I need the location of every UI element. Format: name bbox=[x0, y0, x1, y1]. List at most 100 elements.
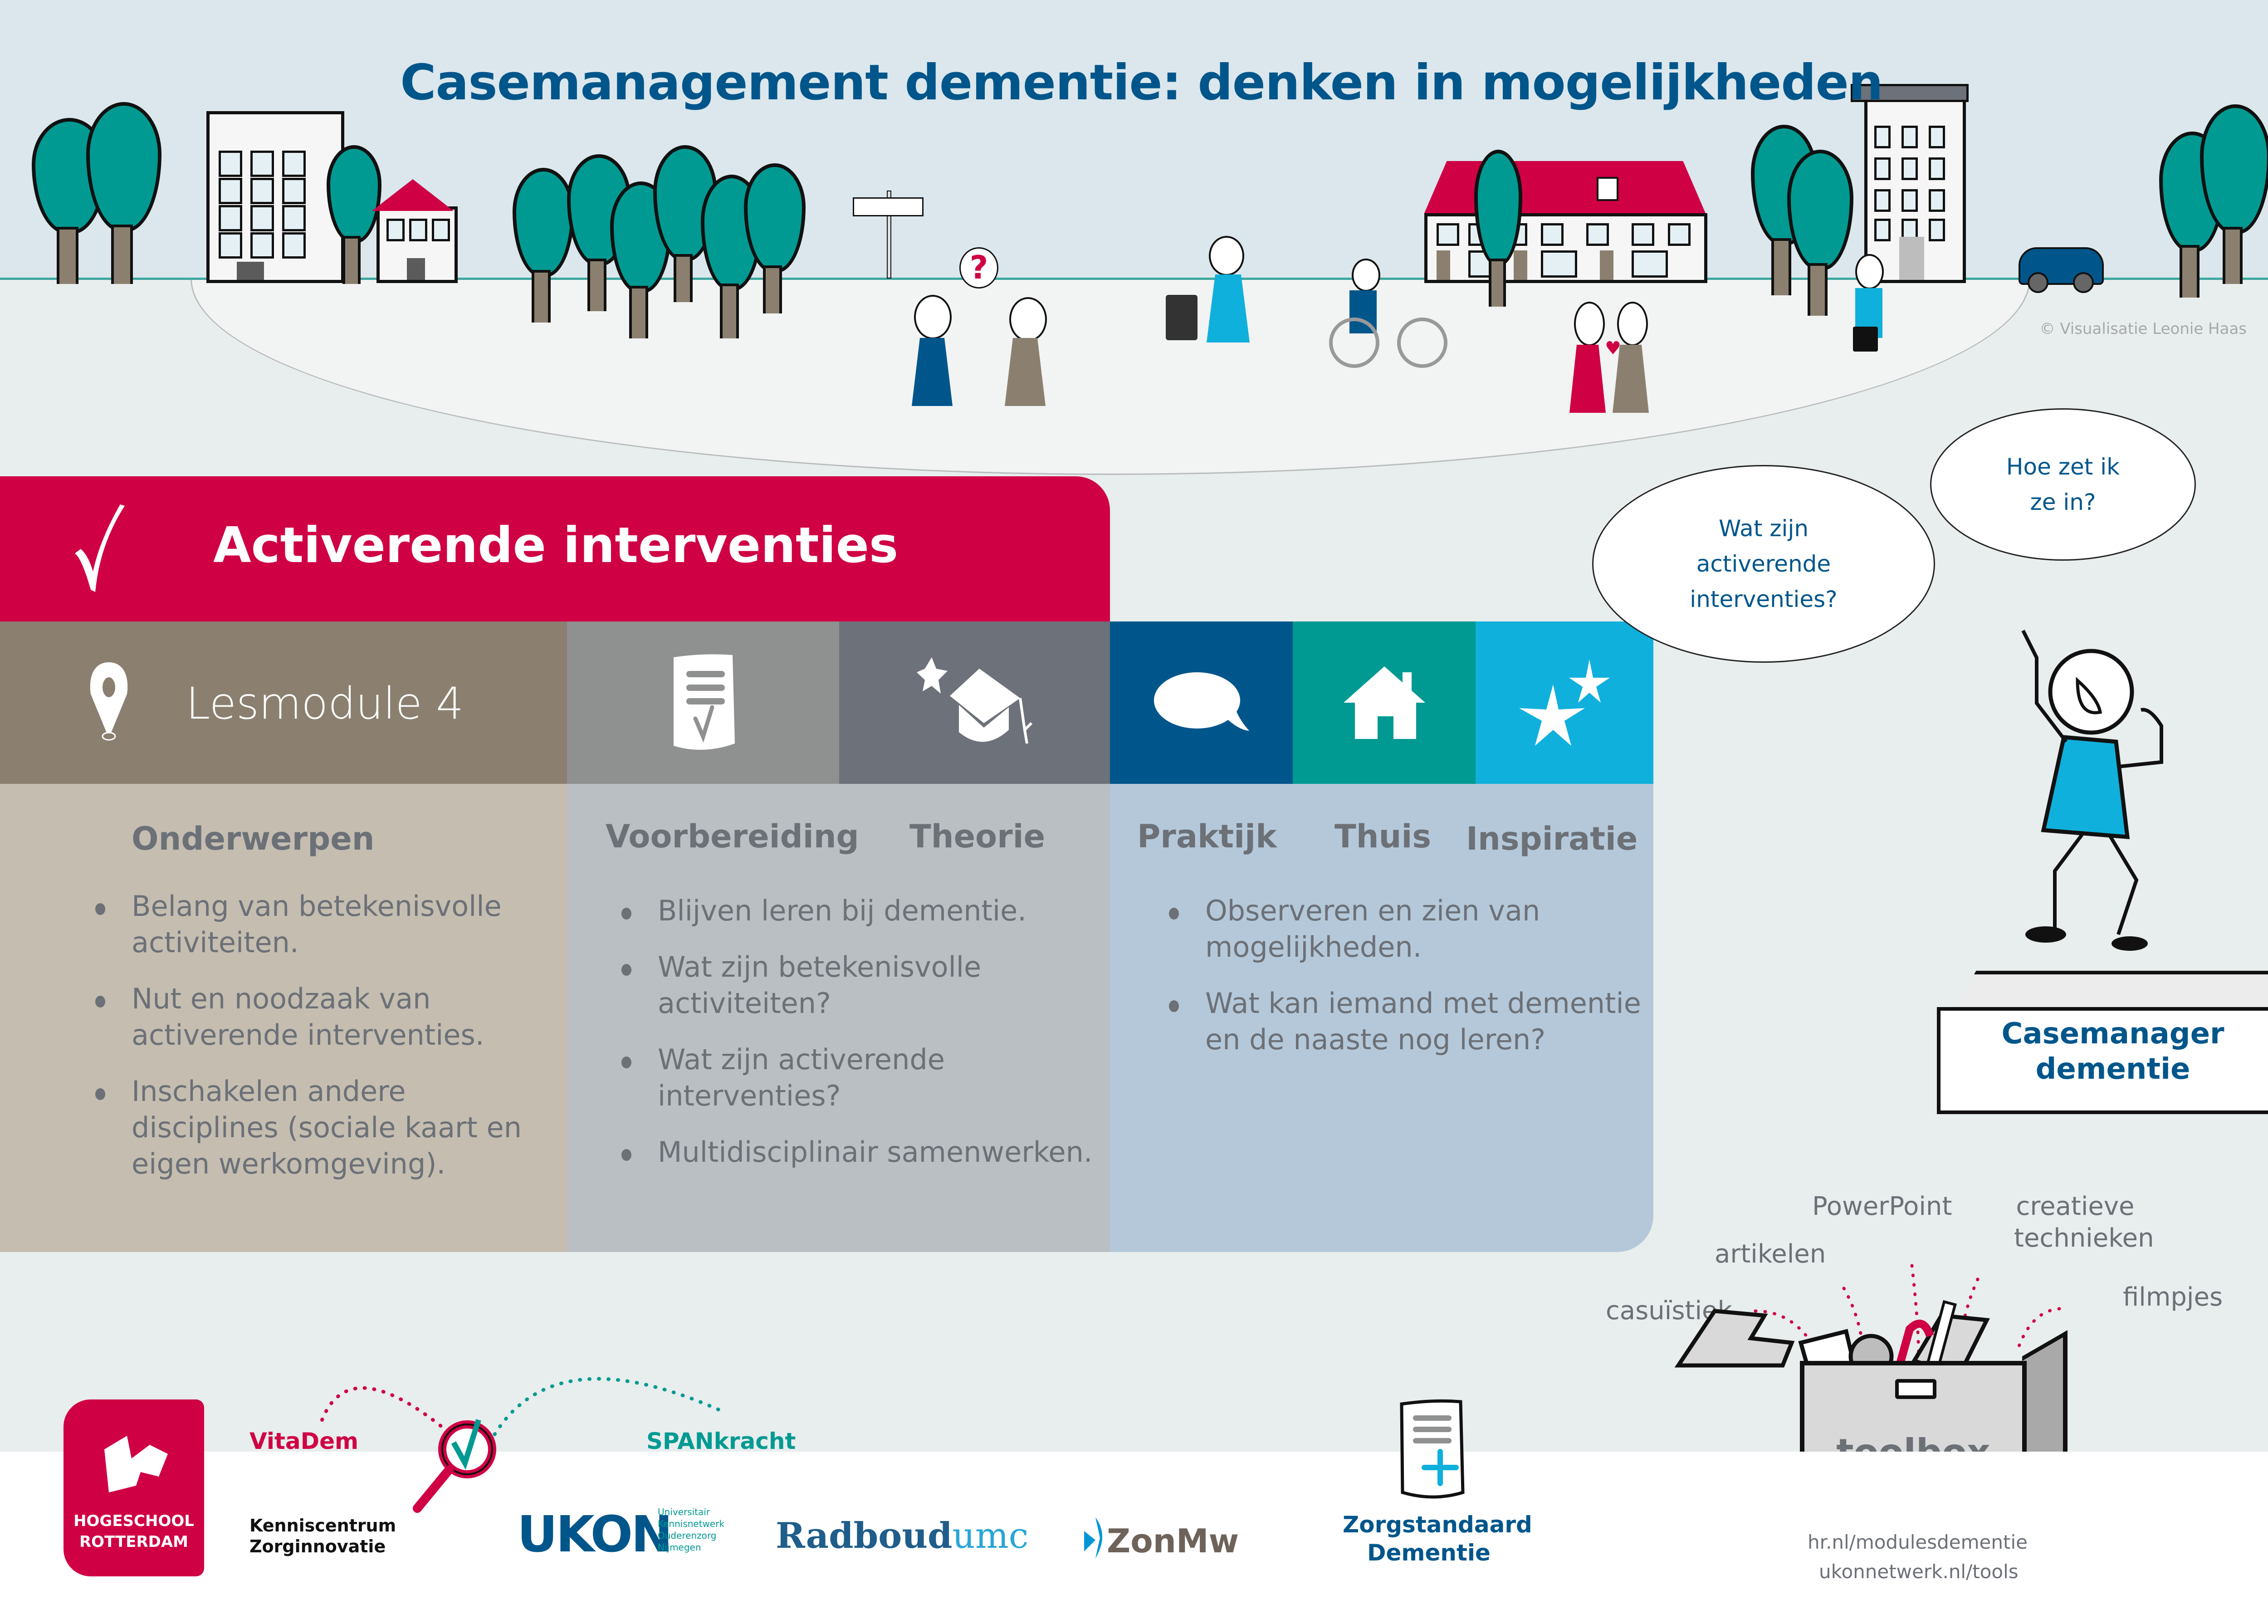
car-wheel bbox=[2028, 272, 2048, 293]
voorbereiding-theorie-panel: Voorbereiding Theorie Blijven leren bij … bbox=[567, 784, 1110, 1252]
signpost-board bbox=[853, 197, 924, 216]
module-banner bbox=[0, 476, 1110, 621]
spankracht-logo: SPANkracht bbox=[646, 1428, 796, 1454]
speech-bubble-icon bbox=[1154, 672, 1249, 731]
voorbereiding-list: Blijven leren bij dementie. Wat zijn bet… bbox=[617, 893, 1107, 1190]
heart-icon: ♥ bbox=[1605, 338, 1621, 359]
speech-bubble-question: Wat zijn activerende interventies? bbox=[1592, 465, 1935, 663]
list-item: Multidisciplinair samenwerken. bbox=[617, 1134, 1107, 1170]
praktijk-list: Observeren en zien van mogelijkheden. Wa… bbox=[1164, 893, 1645, 1078]
checkmark-icon bbox=[75, 504, 125, 592]
row-houses bbox=[1424, 213, 1707, 283]
illustration-credit: © Visualisatie Leonie Haas bbox=[2039, 320, 2247, 338]
hogeschool-rotterdam-logo bbox=[64, 1399, 204, 1576]
bicycle-icon bbox=[1397, 318, 1447, 368]
tree-icon bbox=[513, 168, 574, 323]
checklist-document-icon bbox=[674, 654, 735, 750]
house-icon bbox=[1343, 666, 1425, 739]
tree-icon bbox=[2200, 104, 2268, 286]
tower-building bbox=[1864, 95, 1966, 283]
footer bbox=[0, 1452, 2268, 1624]
roof-window bbox=[1597, 177, 1618, 201]
toolbox-link[interactable]: hr.nl/modulesdementie bbox=[1808, 1531, 2028, 1553]
person-with-walker bbox=[1209, 236, 1244, 276]
zonmw-logo: ZonMw bbox=[1107, 1522, 1239, 1560]
lesson-label: Lesmodule 4 bbox=[186, 678, 464, 729]
person-figure bbox=[914, 295, 952, 339]
column-heading: Voorbereiding bbox=[606, 818, 859, 855]
person-figure bbox=[1005, 338, 1046, 406]
list-item: Inschakelen andere disciplines (sociale … bbox=[91, 1073, 553, 1182]
theorie-cell bbox=[839, 621, 1110, 784]
magnifier-check-icon bbox=[413, 1419, 496, 1513]
tree-icon bbox=[744, 163, 806, 313]
tree-icon bbox=[327, 145, 381, 284]
ukon-subtitle: Universitair Kennisnetwerk Ouderenzorg N… bbox=[658, 1507, 725, 1553]
hr-emblem-icon bbox=[104, 1436, 168, 1492]
rollator-icon bbox=[1166, 295, 1198, 340]
zorgstandaard-logo: Zorgstandaard Dementie bbox=[1343, 1511, 1532, 1566]
radboud-text: Radboud bbox=[776, 1515, 953, 1556]
toolbox-item: artikelen bbox=[1715, 1239, 1826, 1269]
casemanager-label: Casemanager dementie bbox=[2001, 1017, 2224, 1086]
toolbox-item: creatieve technieken bbox=[2014, 1192, 2154, 1253]
inspiratie-cell bbox=[1476, 621, 1653, 784]
umc-text: umc bbox=[952, 1516, 1029, 1556]
list-item: Blijven leren bij dementie. bbox=[617, 893, 1107, 929]
zonmw-emblem-icon bbox=[1084, 1517, 1102, 1558]
list-item: Wat zijn activerende interventies? bbox=[617, 1042, 1107, 1114]
thuis-cell bbox=[1293, 621, 1476, 784]
column-heading: Onderwerpen bbox=[132, 820, 375, 857]
lesson-cell bbox=[0, 621, 567, 784]
tower-roof bbox=[1851, 84, 1969, 102]
hogeschool-rotterdam-label: HOGESCHOOL ROTTERDAM bbox=[73, 1512, 194, 1551]
graduation-cap-icon bbox=[916, 657, 1032, 744]
onderwerpen-panel: Onderwerpen Belang van betekenisvolle ac… bbox=[0, 784, 567, 1252]
apartment-building bbox=[206, 111, 344, 283]
column-heading: Thuis bbox=[1334, 818, 1432, 855]
cyclist bbox=[1352, 259, 1380, 292]
zorgstandaard-document-icon bbox=[1400, 1399, 1465, 1499]
toolbox-item: PowerPoint bbox=[1812, 1192, 1952, 1221]
casemanager-figure bbox=[2021, 630, 2163, 951]
praktijk-cell bbox=[1110, 621, 1293, 784]
bicycle-icon bbox=[1329, 318, 1379, 368]
speech-bubble-question: Hoe zet ik ze in? bbox=[1930, 408, 2196, 561]
list-item: Wat kan iemand met dementie en de naaste… bbox=[1164, 985, 1645, 1058]
column-heading: Inspiratie bbox=[1466, 820, 1638, 857]
couple-figure bbox=[1574, 302, 1605, 346]
list-item: Wat zijn betekenisvolle activiteiten? bbox=[617, 949, 1107, 1022]
briefcase-icon bbox=[1853, 327, 1878, 352]
toolbox-handle bbox=[1895, 1379, 1936, 1399]
module-title: Activerende interventies bbox=[213, 517, 899, 574]
list-item: Belang van betekenisvolle activiteiten. bbox=[91, 888, 553, 961]
tree-icon bbox=[1787, 150, 1853, 316]
person-figure bbox=[1009, 297, 1047, 342]
tree-icon bbox=[86, 102, 177, 284]
person-with-briefcase bbox=[1855, 254, 1884, 289]
voorbereiding-cell bbox=[567, 621, 839, 784]
page-title: Casemanagement dementie: denken in mogel… bbox=[400, 54, 1883, 111]
vitadem-spankracht-arcs bbox=[320, 1377, 723, 1444]
column-heading: Theorie bbox=[909, 818, 1046, 855]
tree-icon bbox=[1474, 150, 1522, 307]
horizon-line bbox=[0, 278, 2268, 280]
ukon-logo: UKON bbox=[517, 1505, 673, 1563]
question-bubble: ? bbox=[959, 247, 998, 289]
bubble-text: Wat zijn activerende interventies? bbox=[1690, 515, 1838, 612]
radboudumc-logo: Radboudumc bbox=[776, 1515, 1028, 1556]
toolbox-link[interactable]: ukonnetwerk.nl/tools bbox=[1819, 1560, 2019, 1583]
list-item: Observeren en zien van mogelijkheden. bbox=[1164, 893, 1645, 965]
toolbox-item: filmpjes bbox=[2123, 1282, 2223, 1312]
list-item: Nut en noodzaak van activerende interven… bbox=[91, 981, 553, 1053]
signpost bbox=[887, 191, 891, 279]
vitadem-logo: VitaDem bbox=[249, 1428, 359, 1454]
podium bbox=[1937, 1007, 2268, 1114]
onderwerpen-list: Belang van betekenisvolle activiteiten. … bbox=[91, 888, 553, 1202]
row-houses-roof bbox=[1424, 161, 1706, 213]
praktijk-panel: Praktijk Thuis Inspiratie Observeren en … bbox=[1110, 784, 1653, 1252]
car-wheel bbox=[2073, 272, 2094, 293]
bubble-text: Hoe zet ik ze in? bbox=[2006, 454, 2120, 515]
map-pin-icon bbox=[90, 662, 128, 741]
kenniscentrum-logo: Kenniscentrum Zorginnovatie bbox=[249, 1516, 396, 1556]
